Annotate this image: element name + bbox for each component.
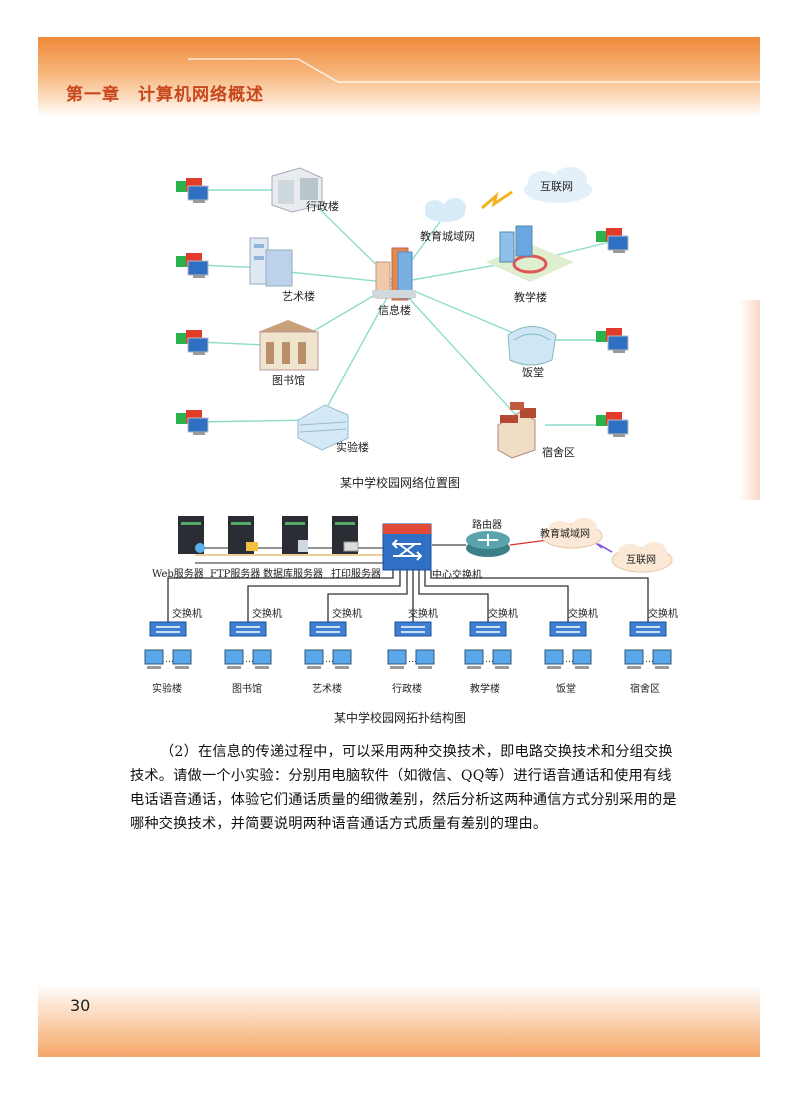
campus-location-map: 行政楼 艺术楼 图书馆 实验楼 信息楼 教育城域网 互联网 教学楼 饭堂 宿舍区	[176, 167, 629, 459]
server-icon	[228, 516, 258, 554]
label-switch: 交换机	[332, 607, 362, 620]
switch-icon	[549, 621, 587, 637]
label-building: 行政楼	[392, 682, 422, 695]
label-switch: 交换机	[172, 607, 202, 620]
canteen-building-icon	[507, 326, 557, 366]
label-admin: 行政楼	[306, 199, 339, 213]
label-building: 艺术楼	[312, 682, 342, 695]
svg-text:…: …	[408, 655, 417, 665]
pc-pair-icon: …	[144, 649, 192, 669]
svg-text:…: …	[645, 655, 654, 665]
router-icon	[466, 531, 510, 557]
pc-icon	[176, 253, 209, 278]
pc-pair-icon: …	[464, 649, 512, 669]
switch-icon	[469, 621, 507, 637]
label-building: 实验楼	[152, 682, 182, 695]
label-switch: 交换机	[488, 607, 518, 620]
trunk-lines	[167, 570, 649, 622]
label-city-net: 教育城域网	[420, 229, 475, 243]
campus-topology-diagram: … … … … … … … Web服务器 FTP服务器 数据库服务器 打印服务器…	[144, 516, 678, 695]
pc-pair-icon: …	[224, 649, 272, 669]
label-print-server: 打印服务器	[331, 567, 381, 580]
pc-icon	[596, 328, 629, 353]
svg-text:…: …	[325, 655, 334, 665]
switch-icon	[629, 621, 667, 637]
chapter-title: 第一章 计算机网络概述	[66, 85, 264, 105]
label-building: 饭堂	[556, 683, 576, 695]
pc-pair-icon: …	[544, 649, 592, 669]
pc-pair-icon: …	[304, 649, 352, 669]
internet-cloud-icon	[611, 542, 673, 573]
label-web-server: Web服务器	[152, 567, 204, 580]
library-building-icon	[258, 320, 319, 371]
core-switch-icon	[382, 523, 432, 571]
pc-icon	[176, 178, 209, 203]
label-switch: 交换机	[408, 607, 438, 620]
admin-building-icon	[271, 167, 323, 213]
label-internet: 互联网	[626, 554, 656, 566]
label-building: 图书馆	[232, 682, 262, 695]
label-core-switch: 中心交换机	[432, 568, 482, 581]
figure1-caption: 某中学校园网络位置图	[339, 476, 460, 490]
pc-icon	[596, 228, 629, 253]
switch-icon	[309, 621, 347, 637]
switch-icon	[394, 621, 432, 637]
city-network-cloud-icon	[425, 198, 466, 222]
exercise-paragraph: （2）在信息的传递过程中，可以采用两种交换技术，即电路交换技术和分组交换技术。请…	[130, 744, 677, 832]
label-canteen: 饭堂	[522, 366, 544, 379]
label-switch: 交换机	[568, 607, 598, 620]
lightning-icon	[481, 190, 513, 210]
pc-pair-icon: …	[387, 649, 435, 669]
pc-icon	[176, 410, 209, 435]
label-ftp-server: FTP服务器	[210, 567, 260, 580]
page-number: 30	[70, 996, 91, 1015]
header-banner	[38, 37, 760, 117]
info-building-icon	[372, 247, 416, 301]
label-switch: 交换机	[648, 607, 678, 620]
label-dorm: 宿舍区	[542, 445, 575, 459]
lab-building-icon	[297, 404, 349, 451]
label-db-server: 数据库服务器	[263, 567, 323, 580]
server-icon	[332, 516, 359, 554]
pc-pair-icon: …	[624, 649, 672, 669]
teaching-building-icon	[486, 225, 574, 282]
label-center: 信息楼	[378, 303, 411, 317]
switch-icon	[229, 621, 267, 637]
label-router: 路由器	[472, 518, 502, 531]
server-icon	[282, 516, 308, 554]
art-building-icon	[249, 237, 293, 287]
label-building: 教学楼	[470, 682, 500, 695]
pc-icon	[176, 330, 209, 355]
figure2-caption: 某中学校园网拓扑结构图	[333, 711, 466, 725]
label-city-net: 教育城域网	[540, 527, 590, 540]
label-teaching: 教学楼	[514, 290, 547, 304]
label-library: 图书馆	[272, 373, 305, 387]
side-decoration	[740, 300, 760, 500]
city-network-cloud-icon	[541, 518, 603, 549]
pc-icon	[596, 412, 629, 437]
svg-text:…: …	[165, 655, 174, 665]
switch-icon	[149, 621, 187, 637]
internet-cloud-icon	[524, 167, 592, 203]
dorm-building-icon	[497, 402, 536, 459]
svg-text:…: …	[565, 655, 574, 665]
label-lab: 实验楼	[336, 440, 369, 454]
label-art: 艺术楼	[282, 289, 315, 303]
label-internet: 互联网	[540, 180, 573, 193]
label-switch: 交换机	[252, 607, 282, 620]
svg-text:…: …	[245, 655, 254, 665]
header-swoosh	[38, 58, 760, 100]
svg-text:…: …	[485, 655, 494, 665]
label-building: 宿舍区	[630, 682, 660, 695]
footer-band	[38, 985, 760, 1057]
server-icon	[178, 516, 205, 554]
